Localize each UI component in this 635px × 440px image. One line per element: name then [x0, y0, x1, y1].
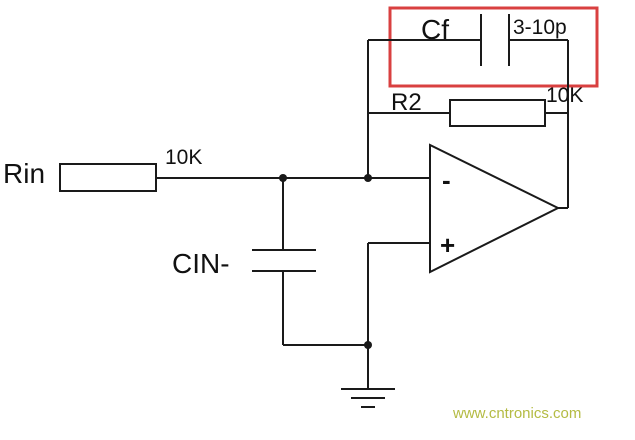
capacitor-cf	[368, 14, 568, 66]
resistor-r2	[368, 99, 568, 127]
cf-value-label: 3-10p	[513, 16, 567, 39]
capacitor-cin	[252, 178, 368, 346]
cf-label: Cf	[421, 14, 449, 45]
junction-dot-feedback	[364, 174, 372, 182]
r2-body	[449, 99, 546, 127]
resistor-rin	[59, 163, 430, 192]
r2-value-label: 10K	[546, 84, 583, 107]
opamp-triangle	[429, 143, 561, 274]
cin-label: CIN-	[172, 248, 230, 279]
junction-dot-input	[279, 174, 287, 182]
cf-highlight-box	[388, 6, 599, 88]
rin-body	[59, 163, 157, 192]
watermark-text: www.cntronics.com	[452, 405, 581, 422]
rin-label: Rin	[3, 158, 45, 189]
r2-label: R2	[391, 89, 422, 116]
ground-symbol	[341, 345, 395, 408]
rin-value-label: 10K	[165, 146, 202, 169]
junction-dot-ground	[364, 341, 372, 349]
opamp-plus-label: +	[440, 230, 455, 260]
opamp-minus-label: -	[442, 165, 451, 195]
opamp	[368, 143, 568, 274]
